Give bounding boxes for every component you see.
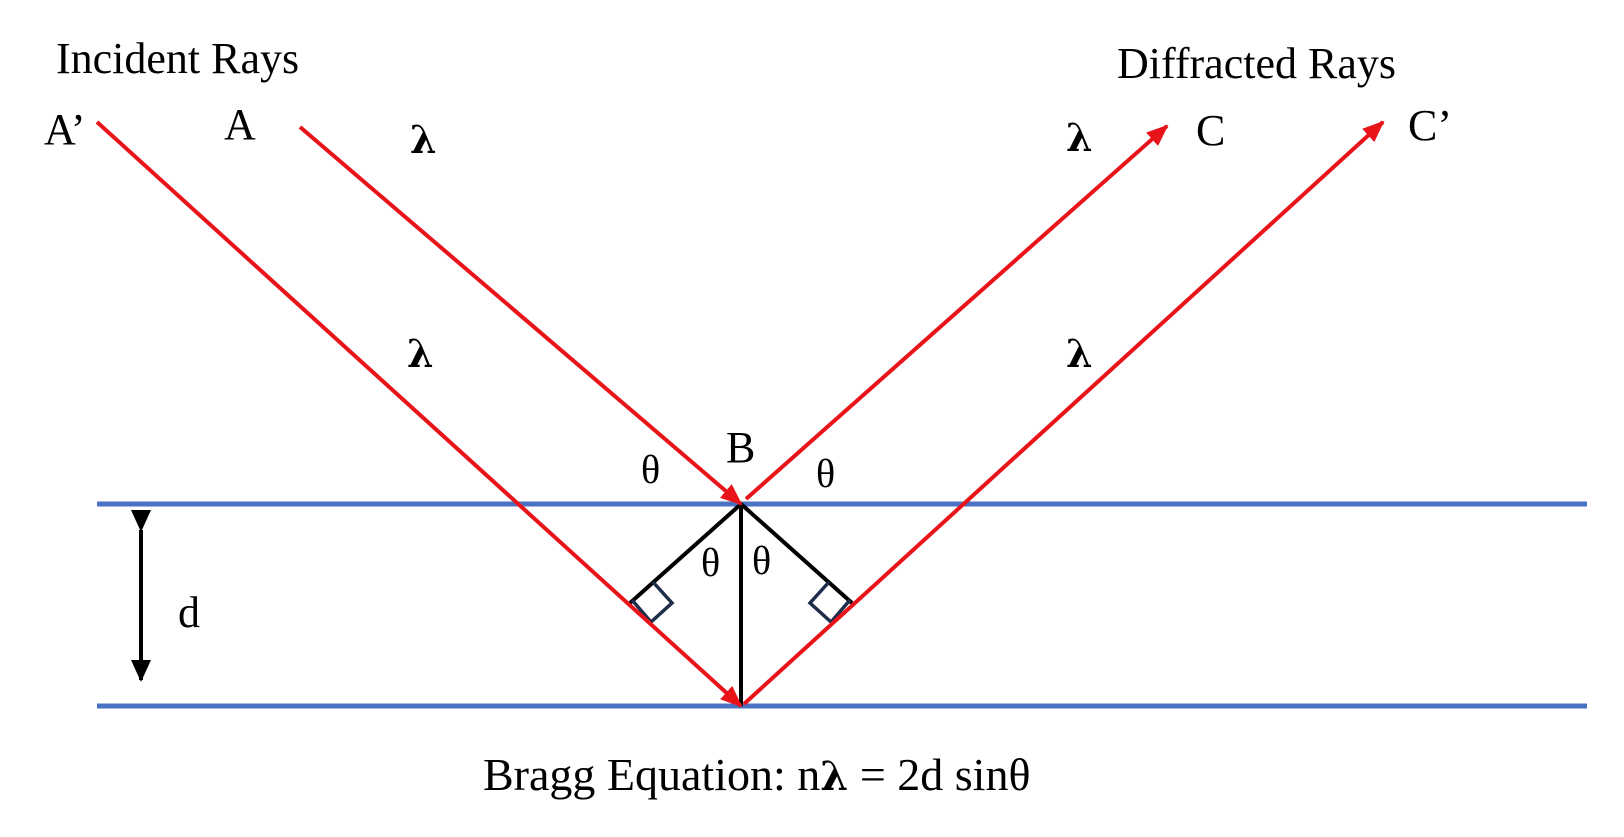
perpendicular-right [739, 502, 854, 605]
incident-rays-label: Incident Rays [56, 34, 299, 83]
incident-ray-a-prime [95, 120, 743, 708]
d-spacing-label: d [178, 588, 200, 637]
theta-label-inner-right: θ [752, 538, 771, 583]
lambda-label-incident-bottom: λ [407, 331, 434, 376]
point-b-label: B [726, 423, 755, 472]
bragg-equation-prefix: Bragg Equation: n [483, 749, 820, 800]
point-c-label: C [1196, 106, 1225, 155]
theta-label-diffracted: θ [816, 451, 835, 496]
lambda-label-diffracted-top: λ [1066, 115, 1093, 160]
theta-label-incident: θ [641, 447, 660, 492]
diffracted-ray-c [744, 124, 1169, 501]
lambda-label-diffracted-bottom: λ [1066, 331, 1093, 376]
bragg-equation-suffix: = 2d sinθ [848, 749, 1030, 800]
incident-ray-a [298, 125, 743, 506]
diffracted-ray-c-prime [742, 120, 1385, 706]
bragg-equation: Bragg Equation: nλ = 2d sinθ [483, 749, 1031, 800]
bragg-equation-lambda: λ [820, 753, 848, 800]
perpendicular-left [628, 502, 743, 605]
theta-label-inner-left: θ [701, 540, 720, 585]
point-c-prime-label: C’ [1408, 101, 1452, 150]
diffracted-rays-label: Diffracted Rays [1117, 39, 1396, 88]
right-angle-marker-left [630, 580, 675, 625]
point-a-label: A [224, 100, 256, 149]
point-a-prime-label: A’ [44, 105, 86, 154]
lambda-label-incident-top: λ [410, 117, 437, 162]
right-angle-marker-right [807, 580, 852, 625]
